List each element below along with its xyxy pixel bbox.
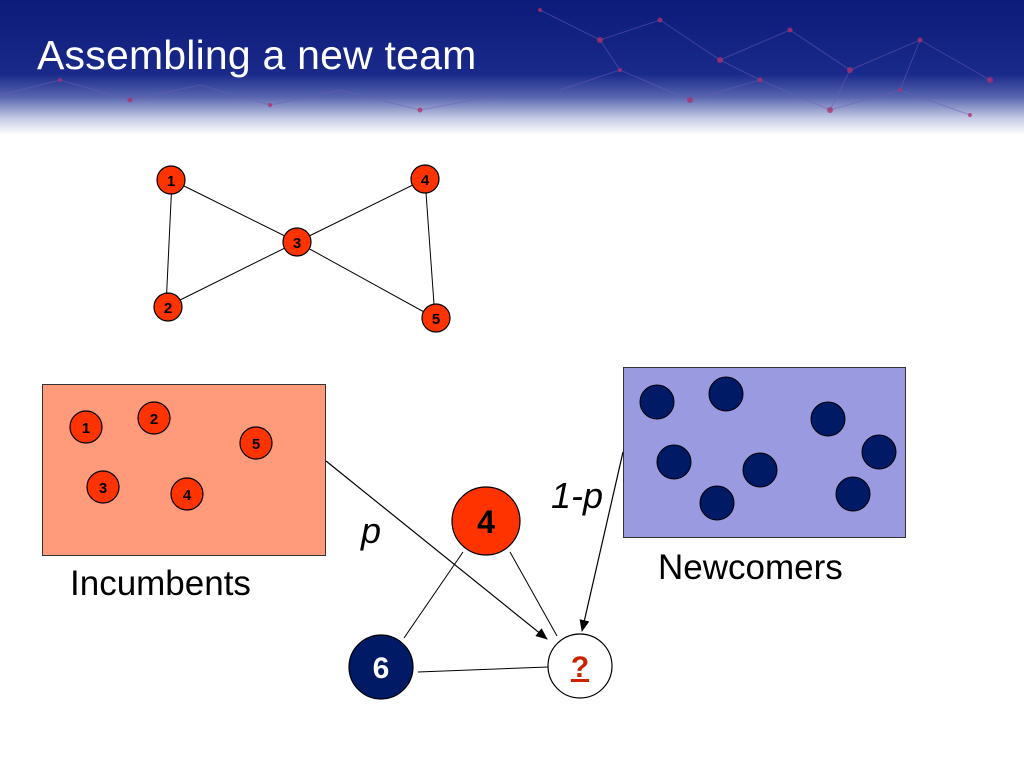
top-node-3-label: 3 [293, 235, 301, 252]
newcomer-node [639, 384, 675, 420]
network-texture [0, 8, 993, 117]
incumbent-node-2-label: 2 [150, 411, 158, 428]
edge-4-6 [403, 551, 464, 639]
unknown-member-label: ? [571, 651, 589, 684]
incumbent-node-3: 3 [86, 470, 120, 504]
edge-1-3 [171, 179, 298, 243]
team-edges [403, 551, 558, 673]
slide-title: Assembling a new team [37, 32, 477, 78]
newcomer-node [810, 401, 846, 437]
top-node-5-label: 5 [432, 311, 440, 328]
team-node-6: 6 [348, 634, 414, 700]
newcomer-node [835, 476, 871, 512]
team-node-4: 4 [451, 486, 521, 556]
top-node-1: 1 [156, 165, 186, 195]
incumbent-node-4-label: 4 [183, 487, 192, 504]
edge-3-5 [296, 241, 436, 319]
top-node-2: 2 [153, 292, 183, 322]
newcomer-node [708, 376, 744, 412]
edge-2-3 [165, 241, 298, 308]
top-node-4: 4 [410, 164, 440, 194]
edge-6-new [417, 666, 549, 673]
top-network [165, 178, 436, 319]
edge-3-4 [296, 178, 426, 243]
title-banner: Assembling a new team [0, 0, 1024, 135]
top-node-3: 3 [282, 227, 312, 257]
newcomer-node [699, 485, 735, 521]
edge-1-2 [165, 179, 173, 308]
team-node-4-label: 4 [477, 504, 495, 540]
incumbent-node-5: 5 [239, 426, 273, 460]
top-node-2-label: 2 [164, 300, 172, 317]
edge-4-5 [424, 178, 436, 319]
newcomer-node [656, 444, 692, 480]
incumbent-node-1: 1 [69, 410, 103, 444]
newcomer-node [742, 452, 778, 488]
top-node-5: 5 [421, 303, 451, 333]
team-node-6-label: 6 [373, 652, 390, 685]
newcomer-probability: 1-p [551, 475, 604, 516]
incumbent-node-3-label: 3 [99, 480, 107, 497]
team-node-new: ? [547, 633, 613, 699]
newcomer-arrow [579, 451, 624, 632]
incumbent-arrow [325, 460, 548, 640]
incumbent-node-5-label: 5 [252, 436, 260, 453]
newcomer-pool-nodes [639, 376, 897, 521]
incumbent-probability: p [361, 510, 382, 551]
incumbent-node-4: 4 [170, 477, 204, 511]
incumbent-node-2: 2 [137, 401, 171, 435]
newcomer-node [861, 434, 897, 470]
edge-4-new [509, 551, 558, 637]
top-node-1-label: 1 [167, 173, 175, 190]
incumbents-label: Incumbents [70, 564, 251, 603]
incumbent-node-1-label: 1 [82, 420, 90, 437]
top-node-4-label: 4 [421, 172, 430, 189]
newcomers-label: Newcomers [658, 548, 843, 587]
